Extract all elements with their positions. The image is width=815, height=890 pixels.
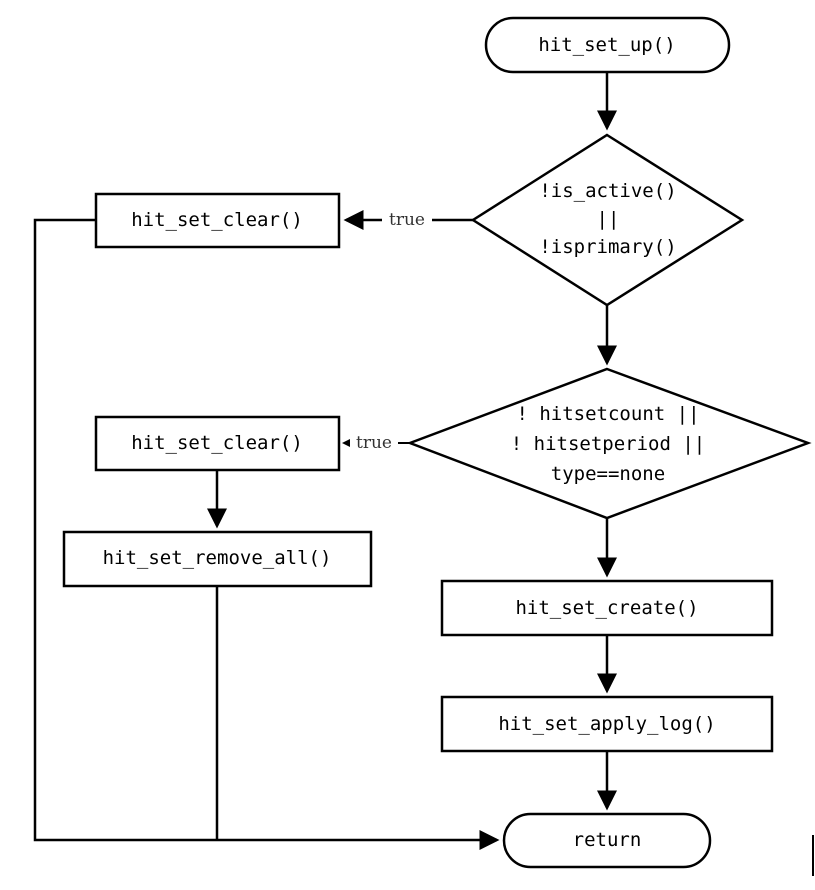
create-box xyxy=(440,579,774,637)
decision1-label-line2: || xyxy=(597,208,620,230)
decision2-diamond xyxy=(406,367,812,520)
clear2-label: hit_set_clear() xyxy=(131,432,303,454)
decision2-label-line2: ! hitsetperiod || xyxy=(511,433,705,455)
decision2-true-label: true xyxy=(356,433,392,453)
clear2-box xyxy=(94,415,341,472)
apply-log-label: hit_set_apply_log() xyxy=(498,713,715,735)
true-label-bg-1 xyxy=(382,210,432,230)
true-label-bg-2 xyxy=(350,434,398,452)
decision1-true-label: true xyxy=(389,210,425,230)
decision1-label-line3: !isprimary() xyxy=(539,236,676,258)
decision2-label-line1: ! hitsetcount || xyxy=(516,403,699,425)
end-label: return xyxy=(573,829,642,851)
start-terminal xyxy=(484,16,731,74)
apply-log-box xyxy=(440,695,774,753)
decision1-diamond xyxy=(470,133,745,307)
remove-all-label: hit_set_remove_all() xyxy=(103,547,332,569)
edge-clear1-to-end xyxy=(33,218,500,850)
create-label: hit_set_create() xyxy=(515,597,698,619)
remove-all-box xyxy=(62,530,373,588)
decision1-label-line1: !is_active() xyxy=(539,180,676,202)
clear1-box xyxy=(94,192,341,249)
end-terminal xyxy=(502,812,712,869)
start-label: hit_set_up() xyxy=(538,34,675,56)
clear1-label: hit_set_clear() xyxy=(131,209,303,231)
decision2-label-line3: type==none xyxy=(551,463,665,485)
